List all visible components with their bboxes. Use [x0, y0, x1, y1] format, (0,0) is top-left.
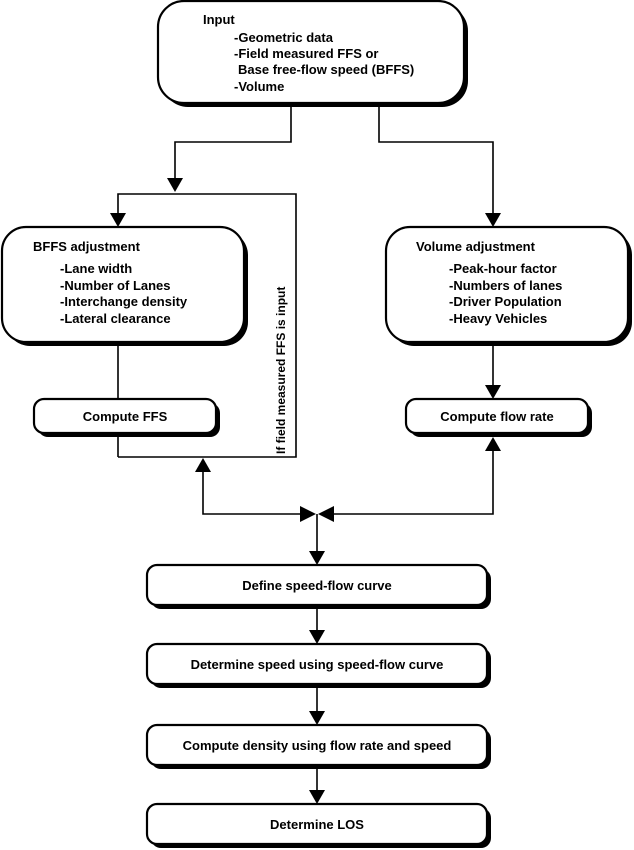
arrowhead-junction-left	[300, 506, 316, 522]
compute-flow-rate-box	[404, 397, 592, 437]
volume-item: -Numbers of lanes	[449, 278, 562, 293]
input-item: Base free-flow speed (BFFS)	[238, 62, 414, 77]
connectors	[110, 103, 501, 804]
arrowhead-flow-in	[485, 385, 501, 399]
arrowhead-los-in	[309, 790, 325, 804]
arrowhead-speed-in	[309, 630, 325, 644]
volume-item: -Peak-hour factor	[449, 261, 557, 276]
bffs-item: -Interchange density	[60, 294, 188, 309]
compute-density-box	[145, 723, 491, 769]
volume-item: -Heavy Vehicles	[449, 311, 547, 326]
arrowhead-density-in	[309, 711, 325, 725]
bffs-title: BFFS adjustment	[33, 239, 141, 254]
bffs-item: -Number of Lanes	[60, 278, 171, 293]
arrowhead-define-in	[309, 551, 325, 565]
step-label: Determine LOS	[270, 817, 364, 832]
bffs-adjustment-box	[0, 225, 248, 346]
step-label: Compute density using flow rate and spee…	[183, 738, 452, 753]
input-title: Input	[203, 12, 235, 27]
input-item: -Geometric data	[234, 30, 334, 45]
input-box	[156, 0, 468, 107]
define-speed-flow-curve-box	[145, 563, 491, 609]
compute-ffs-label: Compute FFS	[83, 409, 168, 424]
compute-ffs-box	[32, 397, 220, 437]
input-item: -Volume	[234, 79, 284, 94]
arrowhead-bffs-in	[110, 213, 126, 227]
arrowhead-junction-right	[318, 506, 334, 522]
bffs-item: -Lane width	[60, 261, 132, 276]
arrowhead-ffs-up	[195, 458, 211, 472]
determine-los-box	[145, 802, 491, 848]
step-label: Define speed-flow curve	[242, 578, 392, 593]
determine-speed-box	[145, 642, 491, 688]
step-label: Determine speed using speed-flow curve	[191, 657, 444, 672]
arrowhead-flow-up	[485, 437, 501, 451]
compute-flow-rate-label: Compute flow rate	[440, 409, 553, 424]
bypass-label: If field measured FFS is input	[274, 287, 288, 454]
input-item: -Field measured FFS or	[234, 46, 378, 61]
arrowhead-input-left	[167, 178, 183, 192]
arrowhead-volume-in	[485, 213, 501, 227]
volume-title: Volume adjustment	[416, 239, 536, 254]
volume-item: -Driver Population	[449, 294, 562, 309]
volume-adjustment-box	[384, 225, 632, 346]
bffs-item: -Lateral clearance	[60, 311, 171, 326]
